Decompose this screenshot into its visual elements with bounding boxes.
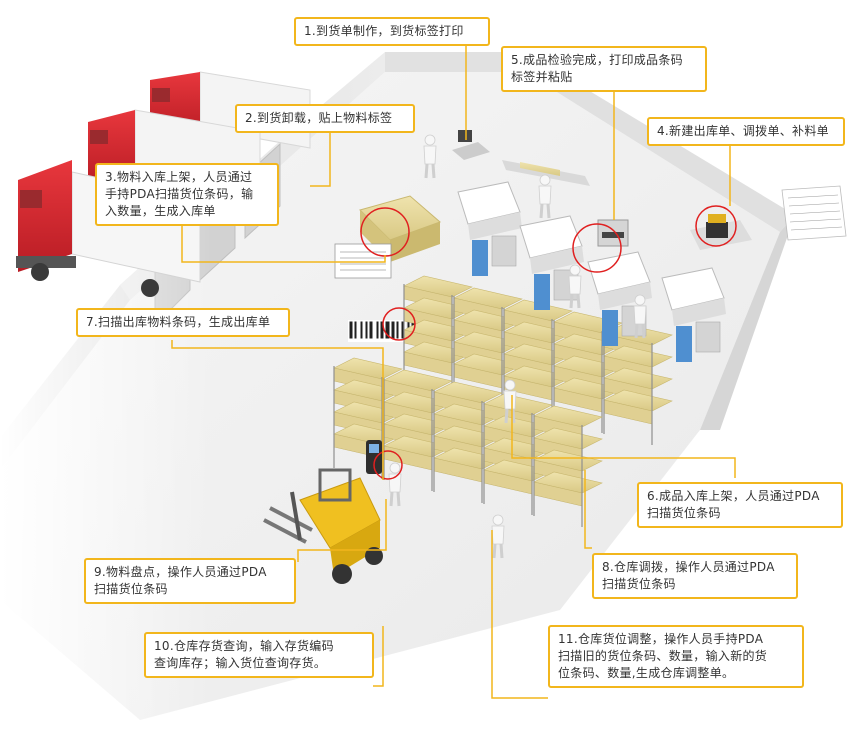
callout-5: 5.成品检验完成，打印成品条码 标签并粘贴: [501, 46, 707, 92]
callout-7-text: 7.扫描出库物料条码，生成出库单: [86, 315, 271, 329]
rack-module: [533, 405, 603, 527]
workstation: [457, 181, 522, 276]
worker-figure: [538, 174, 552, 219]
callout-8: 8.仓库调拨，操作人员通过PDA 扫描货位条码: [592, 553, 798, 599]
callout-11-line-2: 扫描旧的货位条码、数量，输入新的货: [558, 649, 768, 663]
material-label-card: [334, 243, 392, 279]
rack-module: [403, 275, 473, 397]
worker-figure: [503, 379, 517, 424]
callout-2: 2.到货卸载，贴上物料标签: [235, 104, 415, 133]
callout-6-line-1: 6.成品入库上架，人员通过PDA: [647, 489, 820, 503]
rack-module: [453, 287, 523, 409]
callout-10-line-2: 查询库存；输入货位查询存货。: [154, 656, 327, 670]
callout-6-line-2: 扫描货位条码: [647, 506, 721, 520]
callout-1: 1.到货单制作，到货标签打印: [294, 17, 490, 46]
rack-module: [433, 381, 503, 503]
barcode-bar: [360, 321, 363, 339]
callout-5-line-1: 5.成品检验完成，打印成品条码: [511, 53, 683, 67]
callout-11-line-1: 11.仓库货位调整，操作人员手持PDA: [558, 632, 764, 646]
inbound-pallet: [359, 195, 441, 262]
worker-figure: [491, 514, 505, 559]
barcode-bar: [369, 321, 373, 339]
callout-10-line-1: 10.仓库存货查询，输入存货编码: [154, 639, 334, 653]
barcode-bar: [349, 321, 353, 339]
callout-9-line-1: 9.物料盘点，操作人员通过PDA: [94, 565, 267, 579]
callout-3: 3.物料入库上架，人员通过 手持PDA扫描货位条码，输 入数量，生成入库单: [95, 163, 279, 226]
label-printing-desk: [452, 130, 490, 160]
callout-1-text: 1.到货单制作，到货标签打印: [304, 24, 464, 38]
callout-3-line-2: 手持PDA扫描货位条码，输: [105, 187, 254, 201]
callout-11-line-3: 位条码、数量,生成仓库调整单。: [558, 666, 735, 680]
callout-4-text: 4.新建出库单、调拨单、补料单: [657, 124, 829, 138]
forklift: [263, 468, 383, 584]
worker-figure: [423, 134, 437, 179]
callout-9-line-2: 扫描货位条码: [94, 582, 168, 596]
inspection-workstations: [457, 181, 726, 362]
workers: [388, 134, 647, 559]
callout-3-line-1: 3.物料入库上架，人员通过: [105, 170, 253, 184]
pda-device: [366, 440, 382, 474]
worker-figure: [568, 264, 582, 309]
barcode-bar: [354, 321, 357, 339]
document-sheet: [781, 185, 847, 241]
callout-8-line-2: 扫描货位条码: [602, 577, 676, 591]
callout-9: 9.物料盘点，操作人员通过PDA 扫描货位条码: [84, 558, 296, 604]
barcode-bar: [365, 321, 368, 339]
callout-2-text: 2.到货卸载，贴上物料标签: [245, 111, 393, 125]
callout-11: 11.仓库货位调整，操作人员手持PDA 扫描旧的货位条码、数量，输入新的货 位条…: [548, 625, 804, 688]
worker-figure: [633, 294, 647, 339]
highlight-printer-desk: [695, 205, 737, 247]
callout-7: 7.扫描出库物料条码，生成出库单: [76, 308, 290, 337]
callout-10: 10.仓库存货查询，输入存货编码 查询库存；输入货位查询存货。: [144, 632, 374, 678]
rack-module: [333, 357, 403, 479]
barcode-bar: [376, 321, 379, 339]
highlight-barcode: [382, 307, 416, 341]
highlight-label-printer: [572, 223, 622, 273]
callout-connectors: [171, 42, 736, 699]
rack-module: [383, 369, 453, 491]
barcode-bar: [391, 321, 395, 339]
workstation: [661, 267, 726, 362]
shelving-racks: [333, 275, 673, 527]
barcode-bar: [380, 321, 384, 339]
rack-module: [503, 299, 573, 421]
callout-4: 4.新建出库单、调拨单、补料单: [647, 117, 845, 146]
barcode-bar: [385, 321, 390, 339]
barcode-bar: [401, 321, 404, 339]
callout-8-line-1: 8.仓库调拨，操作人员通过PDA: [602, 560, 775, 574]
callout-5-line-2: 标签并粘贴: [511, 70, 573, 84]
callout-6: 6.成品入库上架，人员通过PDA 扫描货位条码: [637, 482, 843, 528]
callout-3-line-3: 入数量，生成入库单: [105, 204, 216, 218]
barcode-bar: [396, 321, 399, 339]
highlight-pda: [373, 450, 403, 480]
packing-bench: [502, 160, 590, 186]
